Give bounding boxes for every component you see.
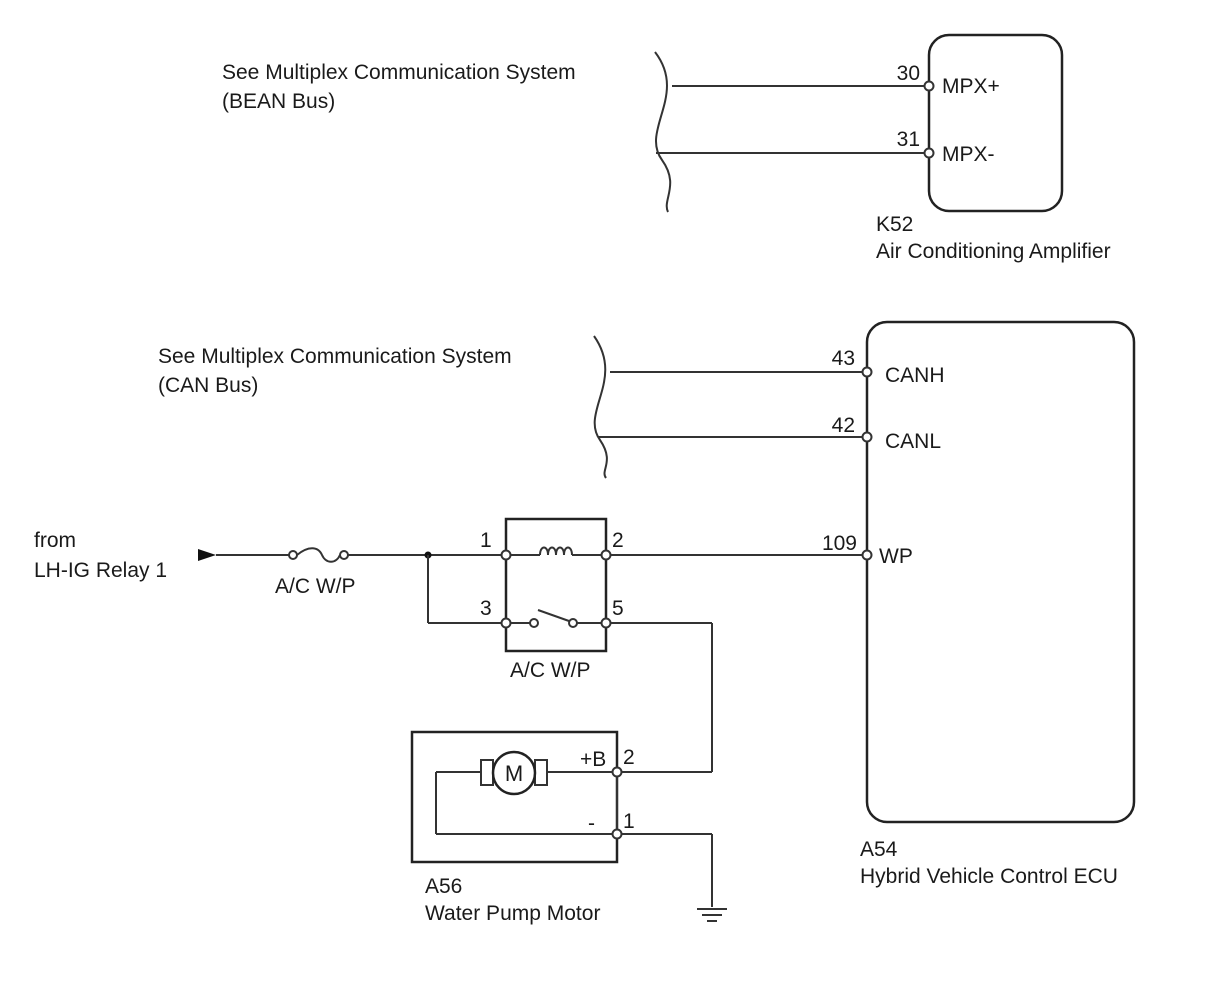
can-reference-line2: (CAN Bus) bbox=[158, 374, 258, 397]
source-arrow-icon bbox=[198, 549, 216, 561]
relay-pin-5-number: 5 bbox=[612, 597, 624, 620]
relay-switch-contact-right bbox=[568, 618, 578, 628]
a54-pin-43-number: 43 bbox=[832, 347, 855, 370]
k52-code: K52 bbox=[876, 213, 913, 236]
a56-name: Water Pump Motor bbox=[425, 902, 600, 925]
motor-brush-right bbox=[534, 759, 548, 786]
relay-name: A/C W/P bbox=[510, 659, 591, 682]
can-break-mark bbox=[593, 335, 608, 479]
a54-pin-109-name: WP bbox=[879, 545, 913, 568]
a54-pin-109-number: 109 bbox=[822, 532, 857, 555]
a56-pin-2-number: 2 bbox=[623, 746, 635, 769]
k52-name: Air Conditioning Amplifier bbox=[876, 240, 1111, 263]
motor-brush-left bbox=[480, 759, 494, 786]
bean-reference-line1: See Multiplex Communication System bbox=[222, 61, 576, 84]
k52-pin-30 bbox=[923, 80, 935, 92]
relay-pin-5 bbox=[600, 617, 612, 629]
relay-box bbox=[504, 517, 608, 653]
a56-code: A56 bbox=[425, 875, 462, 898]
a54-name: Hybrid Vehicle Control ECU bbox=[860, 865, 1118, 888]
bean-break-mark bbox=[654, 51, 672, 213]
ground-icon bbox=[697, 908, 727, 922]
k52-component-box bbox=[927, 33, 1064, 213]
motor-symbol-letter: M bbox=[505, 761, 523, 786]
a56-pos-label: +B bbox=[580, 748, 606, 771]
a56-neg-label: - bbox=[588, 812, 595, 835]
relay-pin-3 bbox=[500, 617, 512, 629]
a54-pin-42-number: 42 bbox=[832, 414, 855, 437]
source-line2: LH-IG Relay 1 bbox=[34, 559, 167, 582]
a56-pin-2 bbox=[611, 766, 623, 778]
a56-pin-1 bbox=[611, 828, 623, 840]
relay-pin-1-number: 1 bbox=[480, 529, 492, 552]
a54-pin-43-name: CANH bbox=[885, 364, 945, 387]
a54-pin-43 bbox=[861, 366, 873, 378]
k52-pin-30-number: 30 bbox=[897, 62, 920, 85]
a54-code: A54 bbox=[860, 838, 898, 861]
bean-reference-line2: (BEAN Bus) bbox=[222, 90, 335, 113]
can-reference-line1: See Multiplex Communication System bbox=[158, 345, 512, 368]
a56-pin-1-number: 1 bbox=[623, 810, 635, 833]
fuse-terminal-left bbox=[288, 550, 298, 560]
relay-pin-1 bbox=[500, 549, 512, 561]
relay-switch-contact-left bbox=[529, 618, 539, 628]
k52-pin-31-name: MPX- bbox=[942, 143, 995, 166]
a54-pin-42-name: CANL bbox=[885, 430, 941, 453]
k52-pin-31-number: 31 bbox=[897, 128, 920, 151]
relay-pin-3-number: 3 bbox=[480, 597, 492, 620]
k52-pin-30-name: MPX+ bbox=[942, 75, 1000, 98]
fuse-terminal-right bbox=[339, 550, 349, 560]
fuse-icon bbox=[296, 547, 341, 563]
relay-pin-2 bbox=[600, 549, 612, 561]
a54-pin-109 bbox=[861, 549, 873, 561]
relay-switch-blade-icon bbox=[537, 609, 570, 622]
fuse-name: A/C W/P bbox=[275, 575, 356, 598]
relay-coil-icon bbox=[539, 546, 573, 556]
a54-pin-42 bbox=[861, 431, 873, 443]
k52-pin-31 bbox=[923, 147, 935, 159]
a54-component-box bbox=[865, 320, 1136, 824]
motor-icon bbox=[491, 750, 537, 796]
source-line1: from bbox=[34, 529, 76, 552]
relay-pin-2-number: 2 bbox=[612, 529, 624, 552]
